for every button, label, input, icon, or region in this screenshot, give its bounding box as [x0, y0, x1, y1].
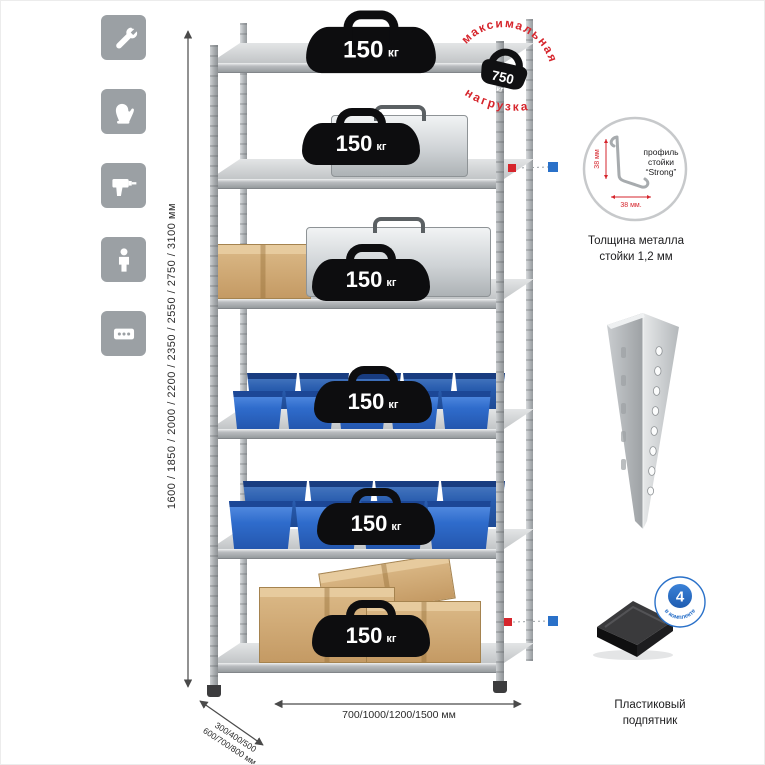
profile-label-2: стойки — [648, 157, 674, 167]
callout-marker-blue — [548, 616, 558, 626]
load-unit: кг — [386, 633, 397, 645]
callout-marker-blue — [548, 162, 558, 172]
shelf-front-edge — [210, 429, 504, 439]
plastic-bin — [441, 391, 491, 429]
foot-caption-line2: подпятник — [622, 714, 678, 727]
profile-caption-line2: стойки 1,2 мм — [599, 250, 673, 263]
badge-count: 4 — [676, 589, 685, 606]
height-dimension-label: 1600 / 1850 / 2000 / 2200 / 2350 / 2550 … — [166, 202, 178, 510]
feature-gloves — [101, 89, 146, 134]
plastic-bin — [233, 391, 283, 429]
load-value: 150 — [347, 389, 385, 414]
rack-foot — [207, 685, 221, 697]
depth-dimension-label: 300/400/500 600/700/800 мм — [182, 704, 283, 764]
corner-post-image — [607, 313, 679, 529]
profile-dim-vertical: 38 мм — [594, 149, 601, 169]
foot-caption-line1: Пластиковый — [614, 699, 686, 711]
shelf-front-edge — [210, 179, 504, 189]
foot-caption: Пластиковый подпятник — [567, 698, 733, 729]
profile-caption-line1: Толщина металла — [587, 235, 685, 247]
shelf-front-edge — [210, 549, 504, 559]
shelf-load-badge: 150 кг — [302, 123, 420, 165]
post-holes — [647, 346, 663, 496]
load-unit: кг — [376, 141, 387, 153]
profile-label-3: “Strong” — [646, 167, 677, 177]
rack-post-back-left — [240, 23, 247, 665]
shelf-load-badge: 150 кг — [314, 381, 432, 423]
profile-sketch — [609, 135, 650, 189]
included-count-badge: в комплекте 4 — [654, 576, 706, 628]
load-value: 150 — [345, 623, 383, 648]
wrench-icon — [115, 27, 137, 48]
feature-profile — [101, 311, 146, 356]
shelf-load-badge: 150 кг — [306, 26, 436, 74]
feature-wrench — [101, 15, 146, 60]
callout-marker-red — [508, 164, 516, 172]
stamp-kettlebell-body — [481, 59, 528, 90]
person-icon — [118, 247, 129, 272]
shelf-load-badge: 150 кг — [312, 615, 430, 657]
shelf-front-edge — [210, 299, 504, 309]
rack-post-front-left — [210, 45, 218, 687]
profile-label-1: профиль — [643, 147, 679, 157]
profile-dim-horizontal: 38 мм. — [620, 202, 641, 209]
rack-post-back-right — [526, 19, 533, 661]
shelf-load-badge: 150 кг — [312, 259, 430, 301]
glove-icon — [115, 103, 134, 124]
load-value: 150 — [345, 267, 383, 292]
width-dimension-label: 700/1000/1200/1500 мм — [342, 709, 456, 721]
stamp-arc-top: максимальная — [457, 6, 568, 68]
stamp-kettlebell-handle — [488, 48, 523, 71]
plastic-bin — [427, 501, 491, 549]
shelf-front-edge — [210, 663, 504, 673]
load-unit: кг — [386, 277, 397, 289]
max-load-stamp: максимальная нагрузка 750 кг — [457, 6, 568, 120]
plastic-foot-image — [593, 601, 673, 660]
rack-foot — [493, 681, 507, 693]
drill-icon — [111, 178, 136, 196]
svg-text:максимальная: максимальная — [457, 6, 568, 68]
plastic-bin — [229, 501, 293, 549]
load-unit: кг — [387, 46, 399, 60]
load-unit: кг — [388, 399, 399, 411]
stamp-unit: кг — [496, 84, 505, 94]
profile-detail-circle: 38 мм 38 мм. профиль стойки “Strong” — [582, 116, 688, 222]
callout-marker-red — [504, 618, 512, 626]
stamp-value: 750 — [490, 68, 515, 88]
perforated-profile-icon — [113, 328, 134, 339]
post-slots — [621, 347, 626, 470]
feature-assembly — [101, 163, 146, 208]
shelf-load-badge: 150 кг — [317, 503, 435, 545]
rack-post-front-right — [496, 41, 504, 683]
profile-caption: Толщина металла стойки 1,2 мм — [561, 234, 711, 265]
load-value: 150 — [335, 131, 373, 156]
load-value: 150 — [343, 35, 384, 64]
load-unit: кг — [391, 521, 402, 533]
feature-one-person — [101, 237, 146, 282]
load-value: 150 — [350, 511, 388, 536]
cardboard-box — [214, 244, 311, 299]
